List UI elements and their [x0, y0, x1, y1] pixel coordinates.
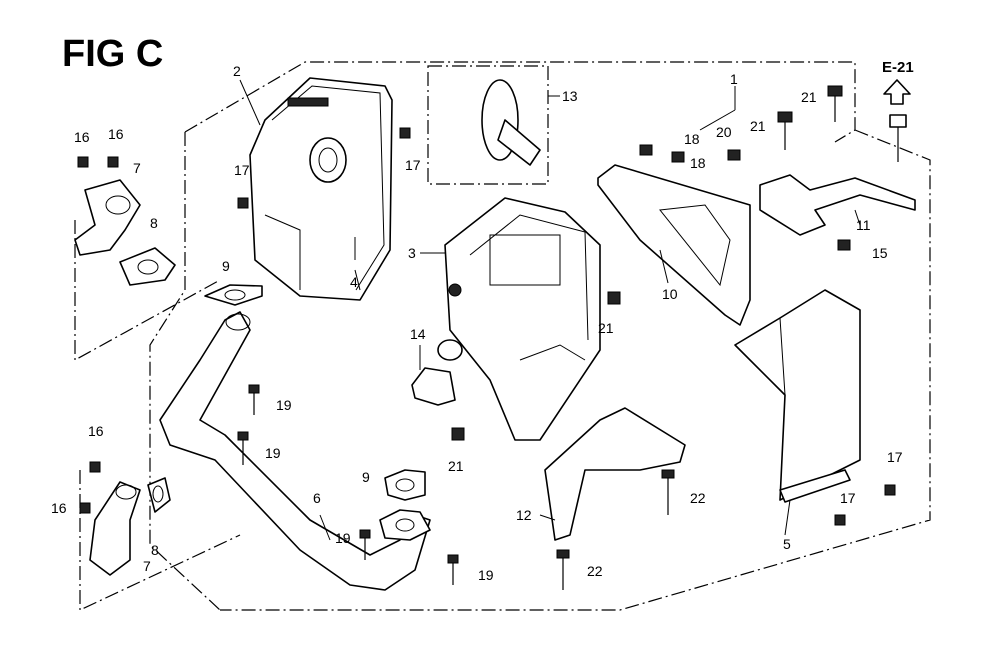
- exhaust-pipe-6: [159, 311, 431, 591]
- callout-21: 21: [598, 320, 614, 336]
- callout-22: 22: [690, 490, 706, 506]
- callout-19: 19: [265, 445, 281, 461]
- callout-19: 19: [478, 567, 494, 583]
- leader-lines: [239, 79, 861, 541]
- callout-15: 15: [872, 245, 888, 261]
- group-frame-main: [74, 61, 931, 611]
- gasket-upper-8: [119, 247, 176, 286]
- bolts-17: [237, 127, 896, 526]
- callout-2: 2: [233, 63, 241, 79]
- callout-21: 21: [448, 458, 464, 474]
- callout-17: 17: [405, 157, 421, 173]
- callout-1: 1: [730, 71, 738, 87]
- callout-16: 16: [51, 500, 67, 516]
- figure-title: FIG C: [62, 33, 163, 75]
- callout-18: 18: [684, 131, 700, 147]
- callout-21: 21: [750, 118, 766, 134]
- callout-17: 17: [234, 162, 250, 178]
- callout-22: 22: [587, 563, 603, 579]
- callout-16: 16: [108, 126, 124, 142]
- muffler-protector: [734, 289, 861, 503]
- callout-8: 8: [150, 215, 158, 231]
- bolt-21-top-left: [777, 111, 793, 150]
- nuts-16: [77, 156, 119, 514]
- muffler-cover-upper: [249, 77, 393, 301]
- bolt-22-left: [556, 549, 570, 590]
- callout-17: 17: [887, 449, 903, 465]
- callout-19: 19: [276, 397, 292, 413]
- callout-20: 20: [716, 124, 732, 140]
- callout-6: 6: [313, 490, 321, 506]
- muffler-body: [437, 197, 601, 441]
- clamp-14: [411, 367, 456, 406]
- gasket-9-lower: [379, 469, 431, 541]
- bolt-reference: [889, 114, 907, 162]
- callout-9: 9: [362, 469, 370, 485]
- lower-bracket-12: [544, 407, 686, 541]
- callout-14: 14: [410, 326, 426, 342]
- callout-16: 16: [74, 129, 90, 145]
- callout-3: 3: [408, 245, 416, 261]
- callout-19: 19: [335, 530, 351, 546]
- callout-12: 12: [516, 507, 532, 523]
- callout-8: 8: [151, 542, 159, 558]
- callout-17: 17: [840, 490, 856, 506]
- exhaust-joint-lower-7: [89, 481, 141, 576]
- group-frame-13: [427, 65, 549, 185]
- callout-10: 10: [662, 286, 678, 302]
- callout-5: 5: [783, 536, 791, 552]
- bolts-18-20-21-15: [451, 144, 851, 441]
- muffler-bracket-10: [597, 164, 751, 326]
- bolts-19: [237, 384, 459, 585]
- section-reference: E-21: [882, 59, 914, 76]
- up-arrow-icon: [883, 79, 911, 105]
- bolt-21-top-right: [827, 85, 843, 122]
- stay-11: [759, 174, 916, 236]
- exhaust-joint-upper-7: [74, 179, 141, 256]
- bolt-22-right: [661, 469, 675, 515]
- callout-11: 11: [856, 217, 871, 233]
- spark-arrester-13: [481, 79, 541, 166]
- callout-7: 7: [133, 160, 141, 176]
- callout-16: 16: [88, 423, 104, 439]
- callout-21: 21: [801, 89, 817, 105]
- callout-9: 9: [222, 258, 230, 274]
- callout-7: 7: [143, 558, 151, 574]
- callout-4: 4: [350, 274, 358, 290]
- gasket-9-upper: [204, 284, 263, 306]
- callout-13: 13: [562, 88, 578, 104]
- gasket-lower-8: [147, 477, 171, 513]
- callout-18: 18: [690, 155, 706, 171]
